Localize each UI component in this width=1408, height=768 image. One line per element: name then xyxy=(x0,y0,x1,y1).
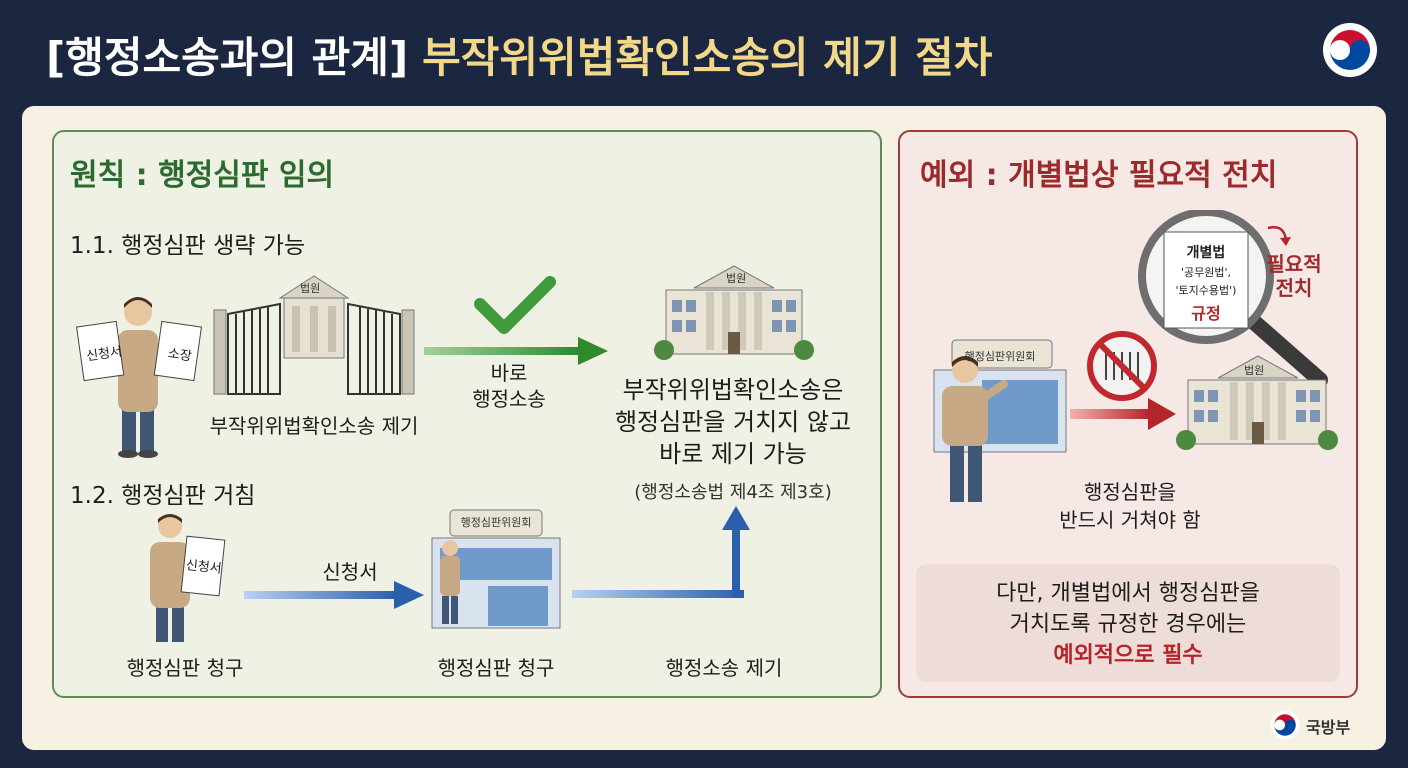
direct-lawsuit-arrow-icon xyxy=(424,337,608,365)
result-text: 부작위위법확인소송은 행정심판을 거치지 않고 바로 제기 가능 xyxy=(614,376,852,468)
citation: (행정소송법 제4조 제3호) xyxy=(634,482,832,503)
petition-arrow-label: 신청서 xyxy=(322,560,378,584)
document-label-complaint: 소장 xyxy=(166,346,193,365)
note-line-2: 거치도록 규정한 경우에는 xyxy=(1009,612,1247,637)
magnifier-law-2: '토지수용법') xyxy=(1175,284,1237,297)
prohibited-gate-icon xyxy=(1087,331,1157,401)
lawsuit-label: 행정소송 제기 xyxy=(665,656,783,680)
page-title: [행정소송과의 관계] 부작위위법확인소송의 제기 절차 xyxy=(46,24,992,85)
page-title-part1: [행정소송과의 관계] xyxy=(46,33,409,82)
magnifier-title: 개별법 xyxy=(1186,245,1226,261)
section-1-2-title: 1.2. 행정심판 거침 xyxy=(70,483,256,509)
principle-heading: 원칙 : 행정심판 임의 xyxy=(70,158,335,193)
magnifier-law-1: '공무원법', xyxy=(1180,266,1232,279)
taegeuk-emblem-icon xyxy=(1323,23,1377,77)
committee-building-icon xyxy=(431,509,561,629)
required-arrow-icon xyxy=(1070,398,1176,430)
committee-with-person-icon xyxy=(933,339,1067,502)
person-with-documents-icon xyxy=(76,297,202,458)
check-mark-icon xyxy=(474,276,556,334)
must-text: 행정심판을 반드시 거쳐야 함 xyxy=(1059,480,1201,532)
claim-label-2: 행정심판 청구 xyxy=(437,656,555,680)
lawsuit-arrow-icon xyxy=(572,506,750,598)
court-sign-2: 법원 xyxy=(726,272,747,285)
court-sign-right: 법원 xyxy=(1244,364,1265,377)
court-building-right-icon xyxy=(1176,355,1338,450)
person-with-petition-icon xyxy=(150,514,226,642)
section-1-1-title: 1.1. 행정심판 생략 가능 xyxy=(70,233,306,259)
claim-label-1: 행정심판 청구 xyxy=(126,656,244,680)
magnifier-rule: 규정 xyxy=(1191,304,1221,323)
committee-sign-right: 행정심판위원회 xyxy=(964,350,1036,363)
required-label: 필요적 전치 xyxy=(1266,252,1322,300)
filing-label: 부작위위법확인소송 제기 xyxy=(209,414,419,438)
page-title-part2: 부작위위법확인소송의 제기 절차 xyxy=(422,33,993,82)
title-bar: [행정소송과의 관계] 부작위위법확인소송의 제기 절차 xyxy=(0,0,1408,104)
committee-sign: 행정심판위원회 xyxy=(460,516,532,529)
court-gate-icon xyxy=(213,275,415,395)
note-emphasis: 예외적으로 필수 xyxy=(1053,643,1203,668)
magnifier-icon xyxy=(1138,210,1328,388)
ministry-logo-icon xyxy=(1270,710,1300,740)
exception-heading: 예외 : 개별법상 필요적 전치 xyxy=(920,158,1278,193)
curved-arrow-icon xyxy=(1267,226,1291,246)
note-line-1: 다만, 개별법에서 행정심판을 xyxy=(996,581,1260,606)
note-box xyxy=(916,564,1340,682)
court-building-icon xyxy=(654,265,814,360)
direct-lawsuit-label: 바로 행정소송 xyxy=(472,361,546,411)
court-sign: 법원 xyxy=(300,282,321,295)
petition-arrow-icon xyxy=(244,581,424,609)
ministry-name: 국방부 xyxy=(1306,718,1351,737)
document-label-petition-2: 신청서 xyxy=(185,558,223,577)
